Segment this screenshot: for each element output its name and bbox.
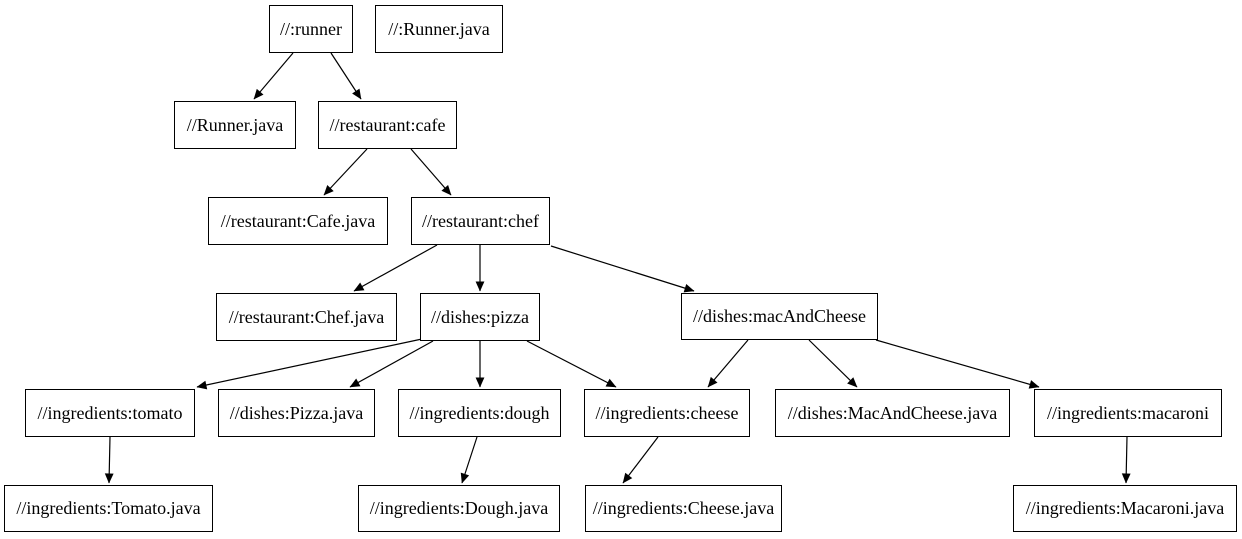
edge-pizza-to-tomato [196,338,423,390]
edge-cafe-to-chef [410,148,452,196]
graph-node-label: //restaurant:cafe [329,114,446,135]
graph-node-macaroni: //ingredients:macaroni [1034,389,1222,437]
graph-node-mac-and-cheese-java: //dishes:MacAndCheese.java [775,389,1010,437]
edge-runner-to-cafe [330,52,362,100]
graph-node-tomato: //ingredients:tomato [25,389,195,437]
graph-node-label: //ingredients:Cheese.java [592,498,775,518]
graph-node-chef: //restaurant:chef [411,197,550,245]
graph-node-mac-and-cheese: //dishes:macAndCheese [681,293,878,340]
graph-node-label: //ingredients:tomato [37,402,183,423]
graph-node-label: //ingredients:Macaroni.java [1025,498,1225,518]
edge-macaroni-to-macaroni-java [1121,436,1131,484]
graph-node-label: //restaurant:Cafe.java [220,210,376,231]
graph-node-label: //ingredients:cheese [595,402,739,423]
edge-tomato-to-tomato-java [104,436,114,484]
graph-node-cafe-java: //restaurant:Cafe.java [208,197,388,245]
graph-node-label: //ingredients:Dough.java [369,498,549,518]
graph-node-root-runner-java: //:Runner.java [375,5,503,53]
graph-node-pizza: //dishes:pizza [420,293,540,341]
graph-node-label: //:runner [280,18,342,39]
graph-node-dough: //ingredients:dough [398,389,561,437]
graph-node-label: //Runner.java [186,114,284,135]
graph-node-cafe: //restaurant:cafe [318,101,457,149]
graph-node-tomato-java: //ingredients:Tomato.java [4,485,213,532]
edge-mac-and-cheese-to-cheese [707,339,749,388]
graph-node-macaroni-java: //ingredients:Macaroni.java [1013,485,1237,532]
graph-node-label: //ingredients:macaroni [1047,402,1209,423]
edge-runner-to-runner-java [253,52,294,100]
graph-node-chef-java: //restaurant:Chef.java [216,293,397,341]
graph-node-cheese: //ingredients:cheese [584,389,750,437]
edge-chef-to-mac-and-cheese [550,245,695,293]
graph-node-pizza-java: //dishes:Pizza.java [218,389,375,437]
edge-pizza-to-pizza-java [349,340,434,388]
graph-node-label: //restaurant:Chef.java [228,306,385,327]
graph-node-cheese-java: //ingredients:Cheese.java [585,485,782,532]
edge-cafe-to-cafe-java [323,148,368,196]
graph-node-runner-java: //Runner.java [174,101,296,149]
edge-chef-to-chef-java [353,244,438,292]
edge-pizza-to-cheese [526,340,617,388]
graph-node-label: //ingredients:Tomato.java [16,498,201,518]
graph-node-label: //dishes:MacAndCheese.java [787,402,998,423]
graph-node-dough-java: //ingredients:Dough.java [358,485,560,532]
graph-node-runner: //:runner [269,5,353,53]
graph-node-label: //:Runner.java [388,18,490,39]
edge-cheese-to-cheese-java [622,436,659,484]
graph-node-label: //dishes:macAndCheese [693,306,866,326]
edge-dough-to-dough-java [460,436,478,484]
graph-node-label: //dishes:Pizza.java [229,402,364,423]
graph-node-label: //ingredients:dough [409,402,550,423]
graph-node-label: //dishes:pizza [431,306,529,327]
graph-node-label: //restaurant:chef [422,210,539,231]
edge-mac-and-cheese-to-macaroni [875,339,1040,389]
edge-mac-and-cheese-to-mac-and-cheese-java [808,339,858,388]
